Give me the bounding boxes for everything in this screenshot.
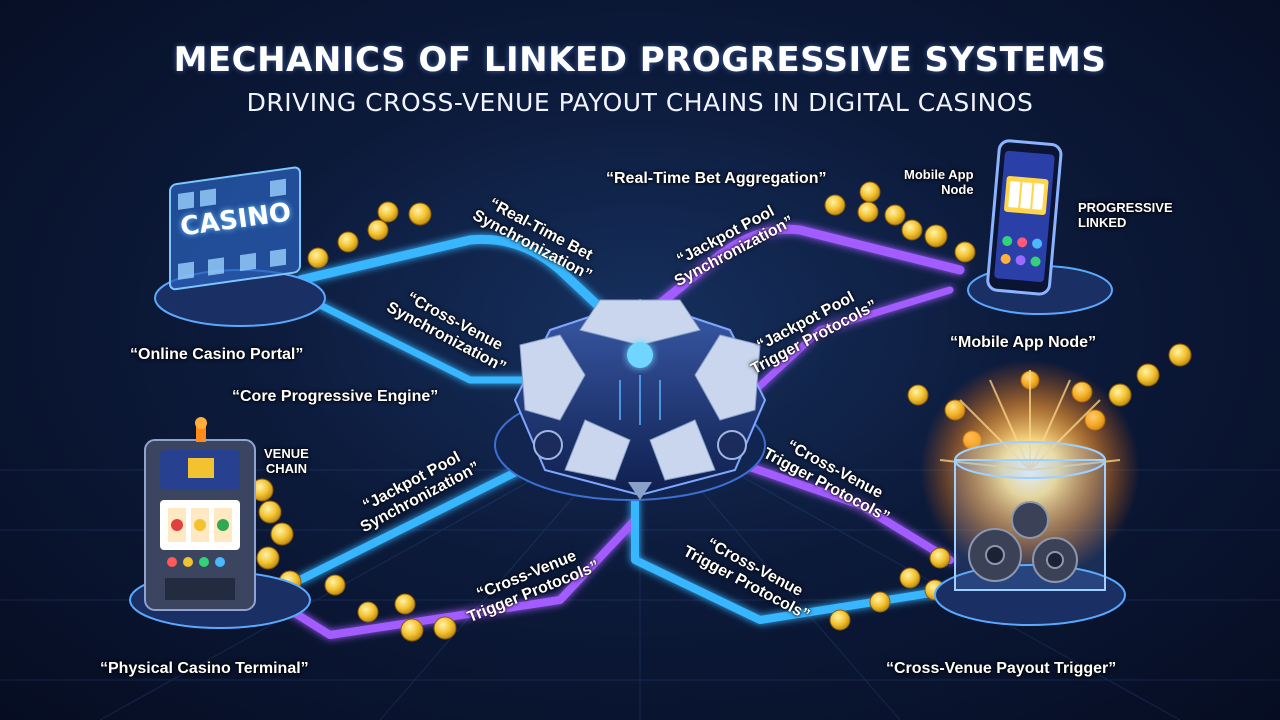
tag-venue-chain: VENUE CHAIN <box>264 446 309 476</box>
hexagonal-engine-icon <box>513 298 767 500</box>
label-mobile-app: “Mobile App Node” <box>950 334 1097 351</box>
link-core-payout-purple <box>711 451 954 564</box>
mobile-app-node <box>967 139 1113 315</box>
slot-machine-icon <box>144 417 256 611</box>
payout-trigger-node <box>920 360 1140 626</box>
label-online-portal: “Online Casino Portal” <box>130 346 304 363</box>
gear-icon <box>968 501 1078 583</box>
core-engine-node <box>494 298 767 501</box>
label-payout-trigger: “Cross-Venue Payout Trigger” <box>886 660 1117 677</box>
physical-terminal-node <box>129 417 311 629</box>
link-portal-core-lower-blue <box>306 296 544 384</box>
page-title: MECHANICS OF LINKED PROGRESSIVE SYSTEMS <box>173 40 1107 80</box>
link-core-payout-blue <box>631 496 954 624</box>
label-core-engine: “Core Progressive Engine” <box>232 388 439 405</box>
smartphone-icon <box>986 139 1063 296</box>
tag-progressive-linked: PROGRESSIVE LINKED <box>1078 200 1173 230</box>
link-mobile-core-purple <box>635 224 965 325</box>
label-physical-terminal: “Physical Casino Terminal” <box>100 660 309 677</box>
label-realtime-aggregation: “Real-Time Bet Aggregation” <box>606 170 827 187</box>
online-portal-node <box>154 166 326 327</box>
casino-screen-icon <box>169 166 301 291</box>
link-mobile-core-lower-purple <box>746 286 954 399</box>
tag-mobile-app: Mobile App Node <box>904 167 974 197</box>
page-subtitle: DRIVING CROSS-VENUE PAYOUT CHAINS IN DIG… <box>246 88 1034 117</box>
link-portal-core-blue <box>295 234 645 350</box>
